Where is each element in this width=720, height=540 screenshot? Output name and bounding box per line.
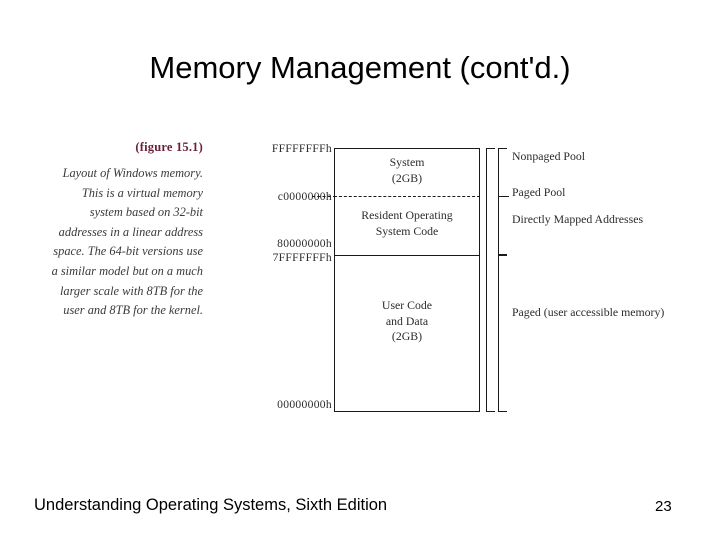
memory-layout-diagram: FFFFFFFFh c0000000h 80000000h 7FFFFFFFh … (250, 138, 690, 428)
region-label-resident-os-code: Resident Operating System Code (324, 208, 490, 239)
bracket-tick-paged-pool (498, 196, 509, 197)
figure-caption-text: Layout of Windows memory. This is a virt… (51, 166, 203, 318)
region-label-system: System (2GB) (334, 155, 480, 186)
region-label-resident-line1: Resident Operating (361, 208, 453, 222)
region-label-system-line2: (2GB) (391, 170, 423, 185)
address-label-ffffffffh: FFFFFFFFh (271, 142, 332, 155)
address-label-7fffffffh: 7FFFFFFFh (272, 251, 332, 264)
memory-box-outline (334, 148, 480, 412)
bracket-full-range (486, 148, 495, 412)
region-label-user-line2: and Data (385, 313, 429, 328)
region-label-user-line1: User Code (381, 298, 433, 312)
region-label-user-code-and-data: User Code and Data (2GB) (334, 298, 480, 345)
page-number: 23 (655, 498, 672, 515)
bracket-user-region (498, 255, 507, 412)
address-label-c0000000h: c0000000h (277, 190, 332, 203)
divider-dashed-stub (312, 196, 336, 197)
figure-label: (figure 15.1) (135, 140, 203, 154)
page-title: Memory Management (cont'd.) (149, 50, 571, 85)
footer-title: Understanding Operating Systems, Sixth E… (34, 496, 388, 514)
address-label-00000000h: 00000000h (277, 398, 332, 411)
annotation-directly-mapped-addresses: Directly Mapped Addresses (512, 212, 644, 226)
annotation-paged-user-accessible-memory: Paged (user accessible memory) (512, 305, 665, 319)
region-label-user-line3: (2GB) (391, 329, 423, 343)
figure-caption-block: (figure 15.1) Layout of Windows memory. … (48, 140, 203, 321)
annotation-paged-pool: Paged Pool (512, 185, 566, 199)
annotation-nonpaged-pool: Nonpaged Pool (512, 149, 586, 163)
region-label-resident-line2: System Code (375, 223, 439, 238)
divider-solid-80000000 (334, 255, 480, 256)
divider-dashed-c0000000 (334, 196, 480, 197)
address-label-80000000h: 80000000h (277, 237, 332, 250)
region-label-system-line1: System (389, 155, 425, 169)
bracket-system-region (498, 148, 507, 255)
